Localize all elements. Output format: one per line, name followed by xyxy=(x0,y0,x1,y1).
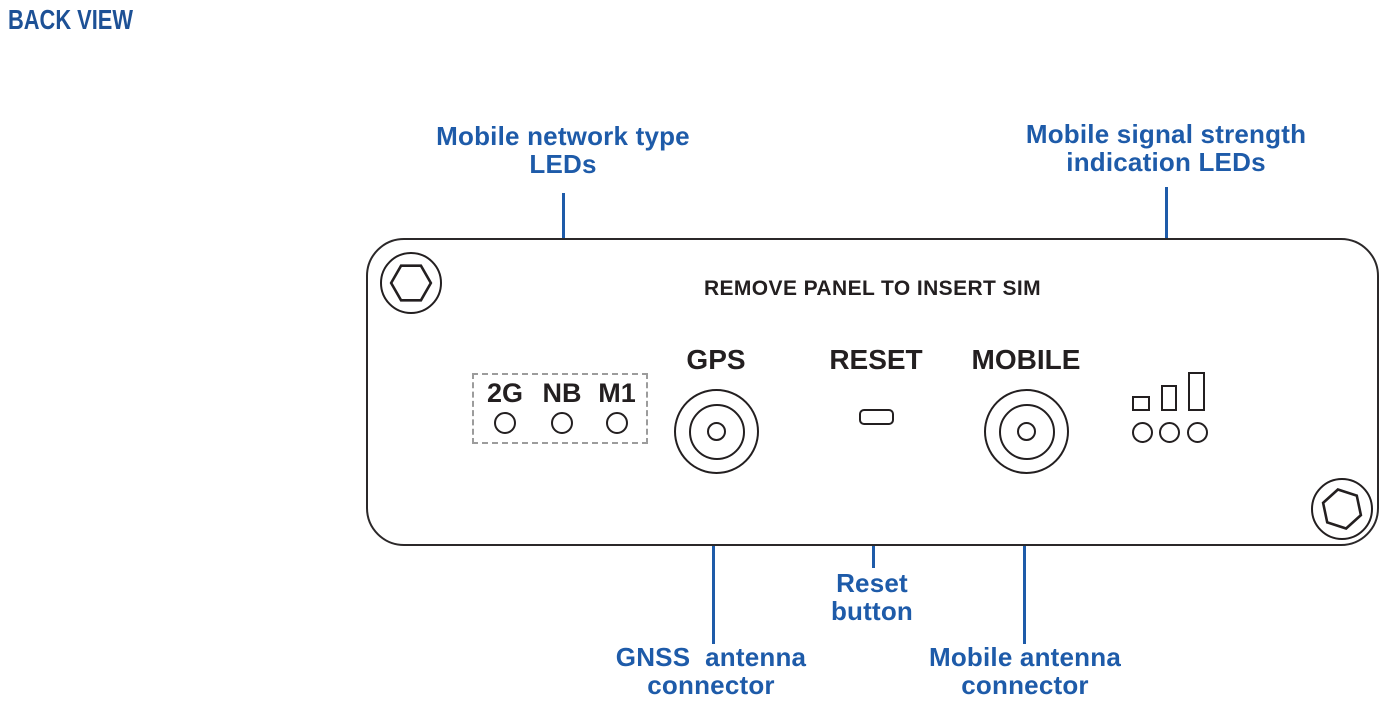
led-2g-indicator xyxy=(494,412,516,434)
led-m1-indicator xyxy=(606,412,628,434)
network-led-group: 2G NB M1 xyxy=(472,373,648,444)
signal-bar-icon xyxy=(1132,396,1150,411)
led-2g-label: 2G xyxy=(486,378,524,408)
mobile-label: MOBILE xyxy=(971,344,1081,375)
leader-line-mobile-connector xyxy=(1023,474,1026,644)
connector-pin xyxy=(707,422,726,441)
hex-screw-icon xyxy=(380,252,442,314)
callout-reset-button: Reset button xyxy=(830,568,914,626)
page-title: BACK VIEW xyxy=(8,4,133,35)
connector-ring xyxy=(998,403,1055,460)
gps-label: GPS xyxy=(686,344,746,375)
signal-led-indicator xyxy=(1187,422,1208,443)
connector-ring xyxy=(688,403,745,460)
led-nb-indicator xyxy=(551,412,573,434)
led-nb-label: NB xyxy=(542,378,582,408)
led-2g: 2G xyxy=(477,378,533,434)
mobile-antenna-connector xyxy=(984,389,1069,474)
signal-bar-icon xyxy=(1161,385,1177,411)
hexagon-icon xyxy=(1321,488,1363,530)
connector-pin xyxy=(1017,422,1036,441)
gps-antenna-connector xyxy=(674,389,759,474)
led-m1-label: M1 xyxy=(598,378,636,408)
sim-notice-text: REMOVE PANEL TO INSERT SIM xyxy=(703,277,1042,300)
signal-led-indicator xyxy=(1159,422,1180,443)
device-panel: REMOVE PANEL TO INSERT SIM GPS RESET MOB… xyxy=(366,238,1379,546)
led-m1: M1 xyxy=(589,378,645,434)
signal-led-indicator xyxy=(1132,422,1153,443)
callout-gnss-antenna-connector: GNSS antenna connector xyxy=(615,642,807,700)
led-nb: NB xyxy=(534,378,590,434)
hexagon-icon xyxy=(389,264,433,302)
reset-label: RESET xyxy=(829,344,923,375)
callout-signal-strength-leds: Mobile signal strength indication LEDs xyxy=(1025,119,1307,177)
signal-bar-icon xyxy=(1188,372,1205,411)
reset-button[interactable] xyxy=(859,409,894,425)
hex-screw-icon xyxy=(1311,478,1373,540)
callout-mobile-antenna-connector: Mobile antenna connector xyxy=(928,642,1122,700)
leader-line-gnss-connector xyxy=(712,474,715,644)
callout-network-type-leds: Mobile network type LEDs xyxy=(436,121,690,179)
